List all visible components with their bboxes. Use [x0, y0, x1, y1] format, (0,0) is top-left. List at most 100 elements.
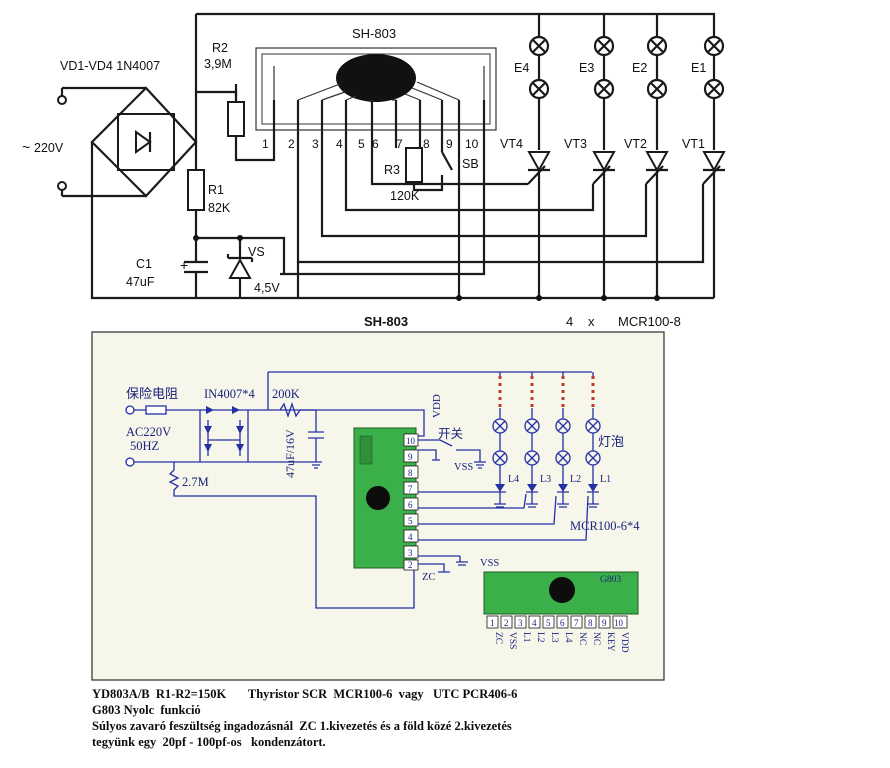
chip-pin-label: 6 — [408, 500, 413, 510]
bridge-label: VD1-VD4 1N4007 — [60, 59, 160, 73]
l-label: L1 — [600, 474, 611, 485]
lamp-e1 — [703, 35, 725, 150]
thyristor-vt3 — [592, 151, 616, 298]
scr-label: MCR100-6*4 — [570, 519, 640, 533]
ac-terminal-top — [57, 95, 67, 105]
switch-sb — [441, 151, 453, 171]
bridge-rectifier — [90, 86, 198, 198]
r1-value: 82K — [208, 201, 231, 215]
lamp-e3 — [593, 35, 615, 150]
notes-block: YD803A/B R1-R2=150K Thyristor SCR MCR100… — [92, 686, 792, 750]
vss-label: VSS — [454, 462, 473, 473]
thyristor-vt4 — [527, 151, 551, 298]
lamp-labels: E4 E3 E2 E1 — [514, 61, 706, 75]
ic-pin-labels: 1 2 3 4 5 6 7 8 9 10 — [262, 137, 479, 151]
note-line: YD803A/B R1-R2=150K Thyristor SCR MCR100… — [92, 687, 518, 701]
module-blob — [549, 577, 575, 603]
module-pin-name: VSS — [507, 632, 517, 649]
l-label: L4 — [508, 474, 519, 485]
module-pin-name: ZC — [493, 632, 503, 644]
sb-name: SB — [462, 157, 479, 171]
caption-part: MCR100-8 — [618, 314, 681, 329]
lamp-label: E1 — [691, 61, 706, 75]
resistor-r3 — [405, 147, 423, 183]
ic-pin-label: 10 — [465, 137, 479, 151]
chip-pin-label: 7 — [408, 484, 413, 494]
vs-value: 4,5V — [254, 281, 280, 295]
module-pin-num: 1 — [490, 618, 495, 628]
cap-47uf — [308, 410, 324, 462]
chip-pin-label: 9 — [408, 452, 413, 462]
module-pin-name: KEY — [605, 632, 615, 652]
ac-in-top — [125, 405, 135, 415]
module-pin-name: NC — [591, 632, 601, 645]
ic-label: SH-803 — [352, 26, 396, 41]
vs-name: VS — [248, 245, 265, 259]
ic-pin-label: 1 — [262, 137, 269, 151]
note-line: tegyünk egy 20pf - 100pf-os kondenzátort… — [92, 735, 326, 749]
chip-pin-label: 4 — [408, 532, 413, 542]
vss-label-2: VSS — [480, 558, 499, 569]
thyristor-vt2 — [645, 151, 669, 298]
ac-voltage: 220V — [34, 141, 64, 155]
module-pin-num: 6 — [560, 618, 565, 628]
r2-label: 2.7M — [182, 475, 209, 489]
resistor-r1 — [187, 169, 205, 211]
module-pin-name: L1 — [521, 632, 531, 643]
module-pin-num: 8 — [588, 618, 593, 628]
ac-terminal-bottom — [57, 181, 67, 191]
ic-pin-label: 8 — [423, 137, 430, 151]
module-pin-num: 5 — [546, 618, 551, 628]
ic-pin-label: 2 — [288, 137, 295, 151]
module-pin-num: 2 — [504, 618, 509, 628]
lamp-label: E2 — [632, 61, 647, 75]
module-pin-name: L3 — [549, 632, 559, 643]
ic-pin-label: 9 — [446, 137, 453, 151]
thyristor-label: VT3 — [564, 137, 587, 151]
fuse-resistor — [145, 405, 167, 415]
ic-sh803 — [255, 47, 497, 131]
caption-ic: SH-803 — [364, 314, 408, 329]
r-value: 200K — [272, 387, 300, 401]
chip-pin-label: 3 — [408, 548, 413, 558]
module-name: G803 — [600, 575, 621, 585]
ac-label: AC220V — [126, 425, 171, 439]
chip-pin-label: 8 — [408, 468, 413, 478]
r1-name: R1 — [208, 183, 224, 197]
module-pin-names: ZC VSS L1 L2 L3 L4 NC NC KEY VDD — [493, 632, 629, 653]
c1-name: C1 — [136, 257, 152, 271]
lamp-columns — [528, 14, 725, 150]
module-pin-num: 10 — [614, 618, 624, 628]
l-label: L2 — [570, 474, 581, 485]
ic-pin-label: 5 — [358, 137, 365, 151]
r2-value: 3,9M — [204, 57, 232, 71]
thyristor-vt1 — [702, 151, 726, 298]
fuse-label: 保险电阻 — [126, 386, 178, 401]
chip-pin-label: 5 — [408, 516, 413, 526]
resistor-r2 — [227, 101, 245, 137]
vdd-label: VDD — [431, 394, 443, 418]
switch-label: 开关 — [438, 427, 463, 441]
chip-pin-label: 2 — [408, 560, 413, 570]
module-pin-num: 3 — [518, 618, 523, 628]
module-pin-name: VDD — [619, 632, 629, 653]
module-pin-name: L4 — [563, 632, 573, 643]
thyristors — [527, 151, 726, 298]
r3-name: R3 — [384, 163, 400, 177]
diode-symbols — [206, 406, 240, 414]
r2-name: R2 — [212, 41, 228, 55]
c1-value: 47uF — [126, 275, 155, 289]
bulb-columns — [492, 372, 601, 508]
caption-x: x — [588, 314, 595, 329]
lamp-label: E3 — [579, 61, 594, 75]
zc-label: ZC — [422, 572, 435, 583]
chip-blob — [366, 486, 390, 510]
chip-pins: 10 9 8 7 6 5 4 3 2 — [403, 433, 419, 571]
module-pin-num: 9 — [602, 618, 607, 628]
ic-pin-label: 6 — [372, 137, 379, 151]
zener-vs — [228, 257, 252, 279]
ic-pin-label: 3 — [312, 137, 319, 151]
lamp-label: E4 — [514, 61, 529, 75]
caption-count: 4 — [566, 314, 573, 329]
module-pin-num: 4 — [532, 618, 537, 628]
